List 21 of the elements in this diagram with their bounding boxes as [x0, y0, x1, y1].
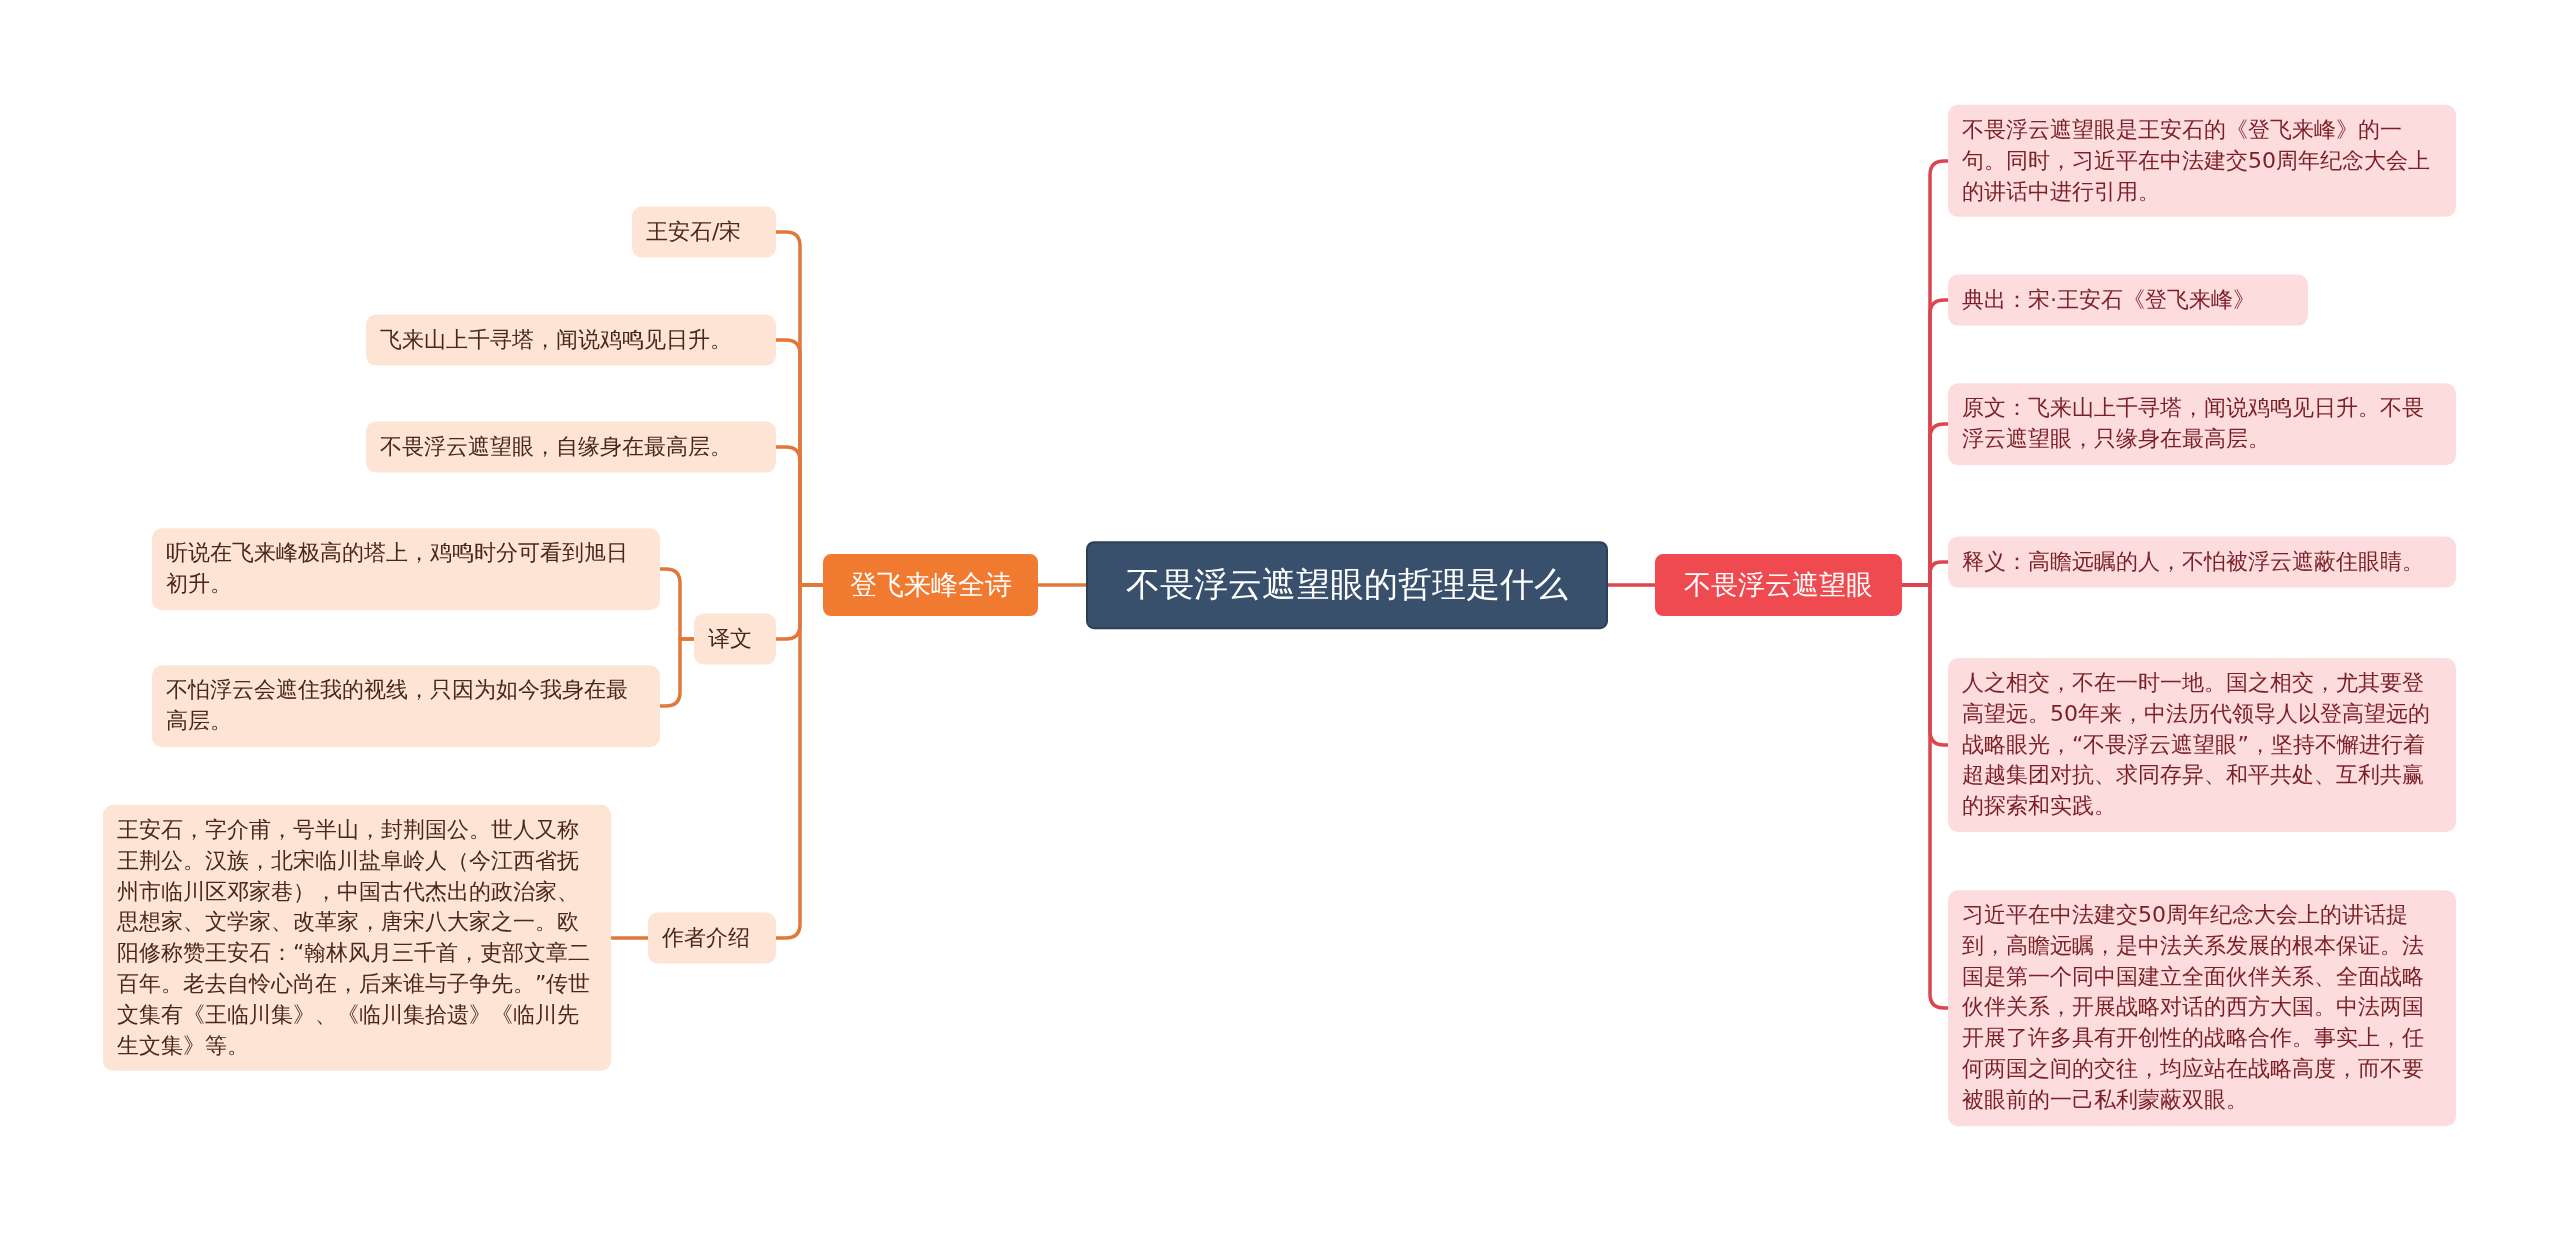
subtopic-card: 习近平在中法建交50周年纪念大会上的讲话提到，高瞻远瞩，是中法关系发展的根本保证。法国是第一个同中国建立全面伙伴关系、全面战略伙伴关系，开展战略对话的西方大国。中法两国开展了许多具有开创性的战略合作。事实上，任何两国之间的交往，均应站在战略高度，而不要被眼前的一己私利蒙蔽双眼。	[1948, 890, 2456, 1126]
connector-line	[1038, 583, 1086, 587]
branch-topic: 不畏浮云遮望眼	[1655, 554, 1902, 616]
subtopic-card: 作者介绍	[648, 912, 776, 964]
subtopic-card: 典出：宋·王安石《登飞来峰》	[1948, 274, 2308, 326]
subtopic-card: 原文：飞来山上千寻塔，闻说鸡鸣见日升。不畏浮云遮望眼，只缘身在最高层。	[1948, 383, 2456, 465]
subtopic-card: 译文	[694, 613, 776, 665]
subtopic-card: 释义：高瞻远瞩的人，不怕被浮云遮蔽住眼睛。	[1948, 536, 2456, 588]
branch-topic: 登飞来峰全诗	[823, 554, 1038, 616]
subtopic-card: 王安石/宋	[632, 206, 776, 258]
connector-line	[1608, 583, 1655, 587]
subtopic-card: 不畏浮云遮望眼是王安石的《登飞来峰》的一句。同时，习近平在中法建交50周年纪念大会上的讲话中进行引用。	[1948, 104, 2456, 218]
subtopic-card: 王安石，字介甫，号半山，封荆国公。世人又称王荆公。汉族，北宋临川盐阜岭人（今江西省抚州市临川区邓家巷），中国古代杰出的政治家、思想家、文学家、改革家，唐宋八大家之一。欧阳修称赞王安石：“翰林风月三千首，吏部文章二百年。老去自怜心尚在，后来谁与子争先。”传世文集有《王临川集》、《临川集拾遗》《临川先生文集》等。	[103, 804, 611, 1072]
subtopic-card: 人之相交，不在一时一地。国之相交，尤其要登高望远。50年来，中法历代领导人以登高望远的战略眼光，“不畏浮云遮望眼”，坚持不懈进行着超越集团对抗、求同存异、和平共处、互利共赢的探索和实践。	[1948, 658, 2456, 832]
connector-line	[611, 936, 648, 940]
connector-line	[660, 637, 694, 708]
subtopic-card: 飞来山上千寻塔，闻说鸡鸣见日升。	[366, 314, 776, 366]
subtopic-card: 不怕浮云会遮住我的视线，只因为如今我身在最高层。	[152, 665, 660, 747]
subtopic-card: 不畏浮云遮望眼，自缘身在最高层。	[366, 421, 776, 473]
central-topic: 不畏浮云遮望眼的哲理是什么	[1086, 541, 1608, 629]
subtopic-card: 听说在飞来峰极高的塔上，鸡鸣时分可看到旭日初升。	[152, 528, 660, 610]
